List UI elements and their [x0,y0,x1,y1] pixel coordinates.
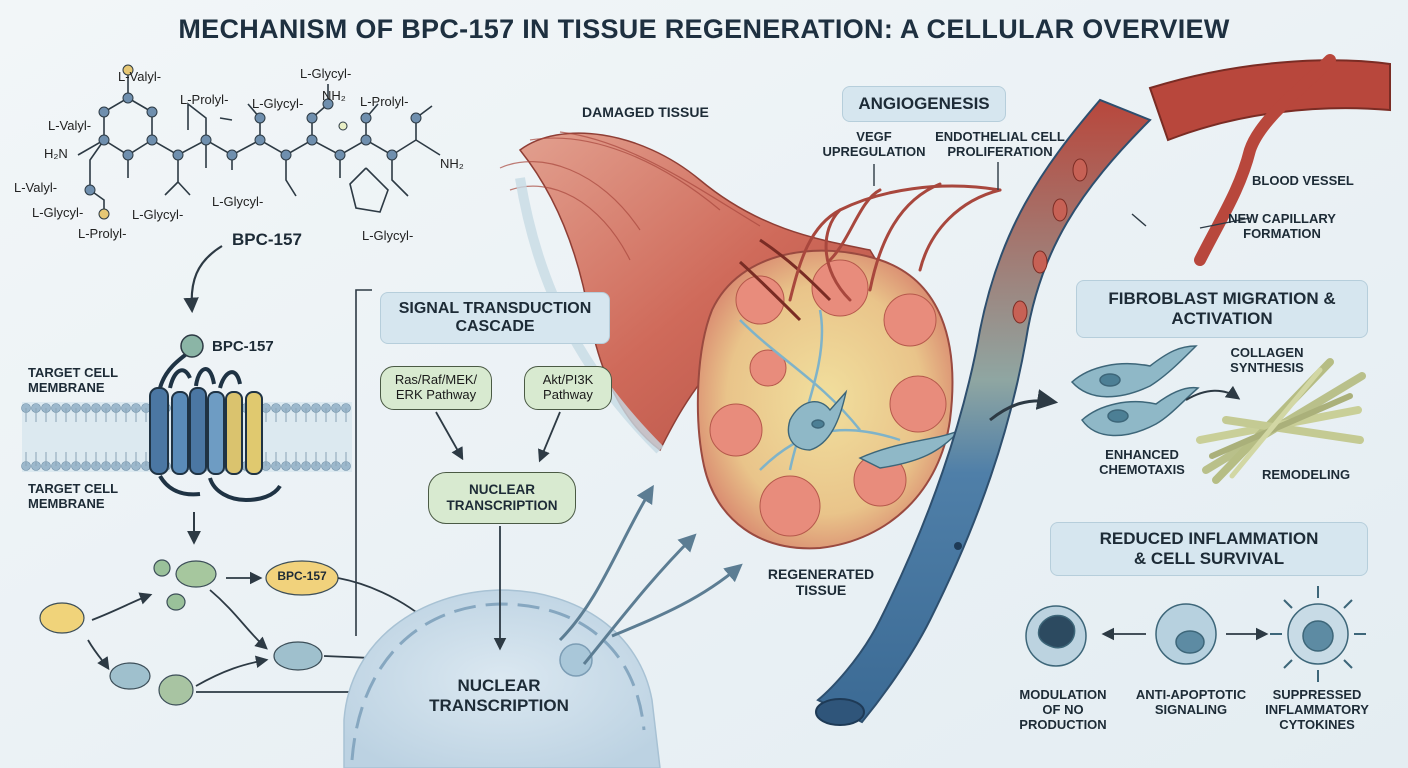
blood-vessel-label: BLOOD VESSEL [1252,173,1354,188]
endothelial-label: ENDOTHELIAL CELL PROLIFERATION [935,129,1065,159]
residue-glycyl-bottom: L-Glycyl- [212,194,264,209]
regenerated-tissue-label: REGENERATED TISSUE [767,566,875,599]
residue-valyl-left: L-Valyl- [48,118,92,133]
arrow-to-fibroblasts [989,389,1059,422]
collagen-fibers [1196,358,1366,484]
new-capillary-label: NEW CAPILLARY FORMATION [1228,211,1336,241]
residue-glycyl-mid-bottom: L-Glycyl- [132,207,184,222]
vegf-label: VEGF UPREGULATION [822,129,926,159]
receptor-ligand-label: BPC-157 [212,338,274,355]
remodeling-label: REMODELING [1262,467,1351,482]
bpc157-atoms [84,64,422,220]
residue-valyl-top: L-Valyl- [118,69,162,84]
residue-glycyl-left: L-Glycyl- [32,205,84,220]
collagen-label: COLLAGEN SYNTHESIS [1230,345,1304,375]
pi3k-pathway-box: Akt/PI3K Pathway [524,366,612,410]
fibroblast-cells [1070,345,1200,437]
protected-cell [1155,603,1217,665]
amine-group-right: NH₂ [440,156,464,171]
new-capillaries [788,182,1002,302]
residue-valyl-lower: L-Valyl- [14,180,58,195]
amine-group-top: NH₂ [322,88,346,103]
erk-pathway-box: Ras/Raf/MEK/ ERK Pathway [380,366,492,410]
arrow-to-collagen [1185,385,1241,401]
nuclear-transcription-box: NUCLEAR TRANSCRIPTION [428,472,576,524]
membrane-label-bottom: TARGET CELL MEMBRANE [28,481,119,511]
bpc157-intracellular-label: BPC-157 [277,569,327,583]
angiogenesis-header: ANGIOGENESIS [842,86,1006,122]
wound-fibroblasts [787,389,961,469]
amine-group-left: H₂N [44,146,68,161]
leader-lines [873,162,1251,229]
effect-arrows [558,484,743,665]
suppressed-cytokines-label: SUPPRESSED INFLAMMATORY CYTOKINES [1265,687,1369,732]
virus-like-cell [1270,586,1366,682]
cytoplasm-molecules [39,559,339,706]
residue-glycyl-top-right: L-Glycyl- [300,66,352,81]
page-title: MECHANISM OF BPC-157 IN TISSUE REGENERAT… [178,14,1230,44]
chemotaxis-label: ENHANCED CHEMOTAXIS [1099,447,1185,477]
signal-cascade-header: SIGNAL TRANSDUCTION CASCADE [380,292,610,344]
vessel-marker-dot [954,542,962,550]
blood-vessel [815,54,1391,726]
macrophage-cell [1025,605,1087,667]
membrane-label-top: TARGET CELL MEMBRANE [28,365,119,395]
residue-prolyl-right: L-Prolyl- [360,94,409,109]
residue-prolyl-top: L-Prolyl- [180,92,229,107]
arrow-molecule-to-receptor [183,245,223,314]
damaged-tissue-label: DAMAGED TISSUE [582,104,709,120]
residue-prolyl-left: L-Prolyl- [78,226,127,241]
bpc157-ligand [180,334,204,358]
inflammation-header: REDUCED INFLAMMATION & CELL SURVIVAL [1050,522,1368,576]
anti-apoptotic-label: ANTI-APOPTOTIC SIGNALING [1135,687,1247,717]
bpc157-molecule-label: BPC-157 [232,230,302,249]
no-production-label: MODULATION OF NO PRODUCTION [1019,687,1107,732]
nucleus-transcription-label: NUCLEAR TRANSCRIPTION [429,676,569,715]
cascade-bracket [355,289,372,636]
gpcr-receptor [149,334,282,503]
fibroblast-header: FIBROBLAST MIGRATION & ACTIVATION [1076,280,1368,338]
residue-glycyl-right-bottom: L-Glycyl- [362,228,414,243]
immune-cells [1025,586,1366,682]
cascade-arrows [435,411,561,651]
residue-glycyl-mid-top: L-Glycyl- [252,96,304,111]
